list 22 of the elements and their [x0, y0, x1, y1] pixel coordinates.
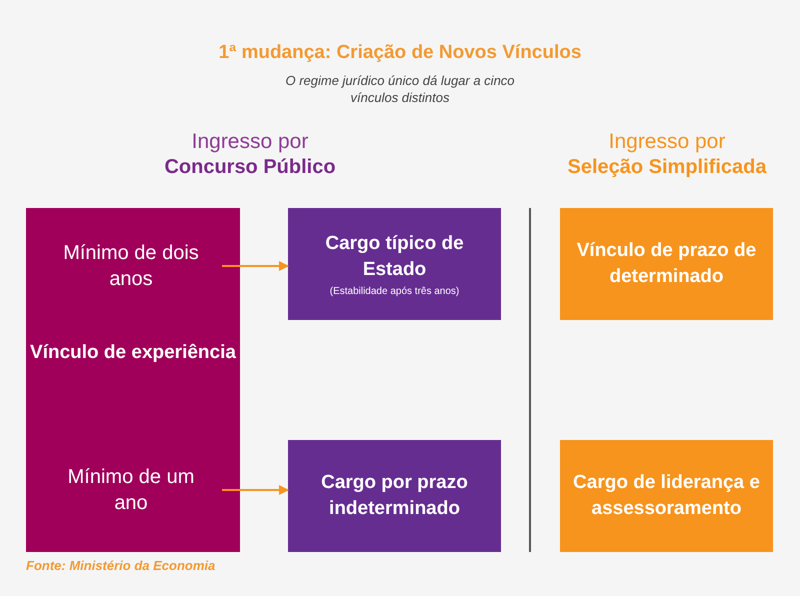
node-text: Mínimo de dois anos: [62, 241, 200, 292]
box-title: Cargo de liderança e assessoramento: [572, 471, 761, 521]
node-text: Mínimo de um ano: [66, 465, 196, 516]
arrow: [222, 261, 289, 271]
box-title: Cargo típico de Estado: [324, 232, 465, 282]
box-note: (Estabilidade após três anos): [330, 284, 460, 298]
arrow: [222, 485, 289, 495]
position-box: [288, 208, 501, 320]
subtitle: O regime jurídico único dá lugar a cinco vínculos distintos: [284, 72, 516, 106]
position-box: [560, 208, 773, 320]
box-title: Vínculo de experiência: [29, 341, 237, 365]
column-heading: Concurso Público: [163, 156, 337, 179]
position-box: [560, 440, 773, 552]
column-heading: Seleção Simplificada: [566, 156, 768, 179]
box-title: Cargo por prazo indeterminado: [320, 471, 469, 521]
position-box: [288, 440, 501, 552]
column-heading: Ingresso por: [190, 130, 310, 154]
box-title: Vínculo de prazo de determinado: [576, 239, 758, 289]
column-heading: Ingresso por: [608, 130, 726, 154]
category-panel: [26, 208, 240, 552]
source-note: Fonte: Ministério da Economia: [26, 558, 216, 573]
title: 1ª mudança: Criação de Novos Vínculos: [218, 42, 582, 64]
